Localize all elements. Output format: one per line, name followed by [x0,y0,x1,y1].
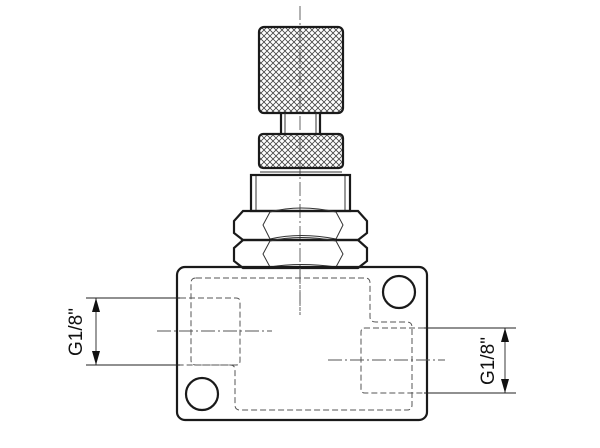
hex-nut-upper [232,207,369,242]
mounting-hole-top-right [381,274,417,310]
knob-stem [279,113,322,134]
right-port-dimension [424,327,516,394]
right-port-hidden-line [360,327,424,394]
valve-body [175,265,429,422]
right-port-thread-label: G1/8" [478,337,499,385]
hex-nut-lower [232,237,369,270]
threaded-bonnet [249,173,352,213]
internal-cavity-hidden-line [190,277,413,411]
lock-knob [257,132,345,170]
mounting-hole-bottom-left [184,376,220,412]
left-port-dimension [86,297,180,366]
left-port-hidden-line [180,297,241,366]
adjustment-knob [257,25,345,115]
left-port-thread-label: G1/8" [66,308,87,356]
